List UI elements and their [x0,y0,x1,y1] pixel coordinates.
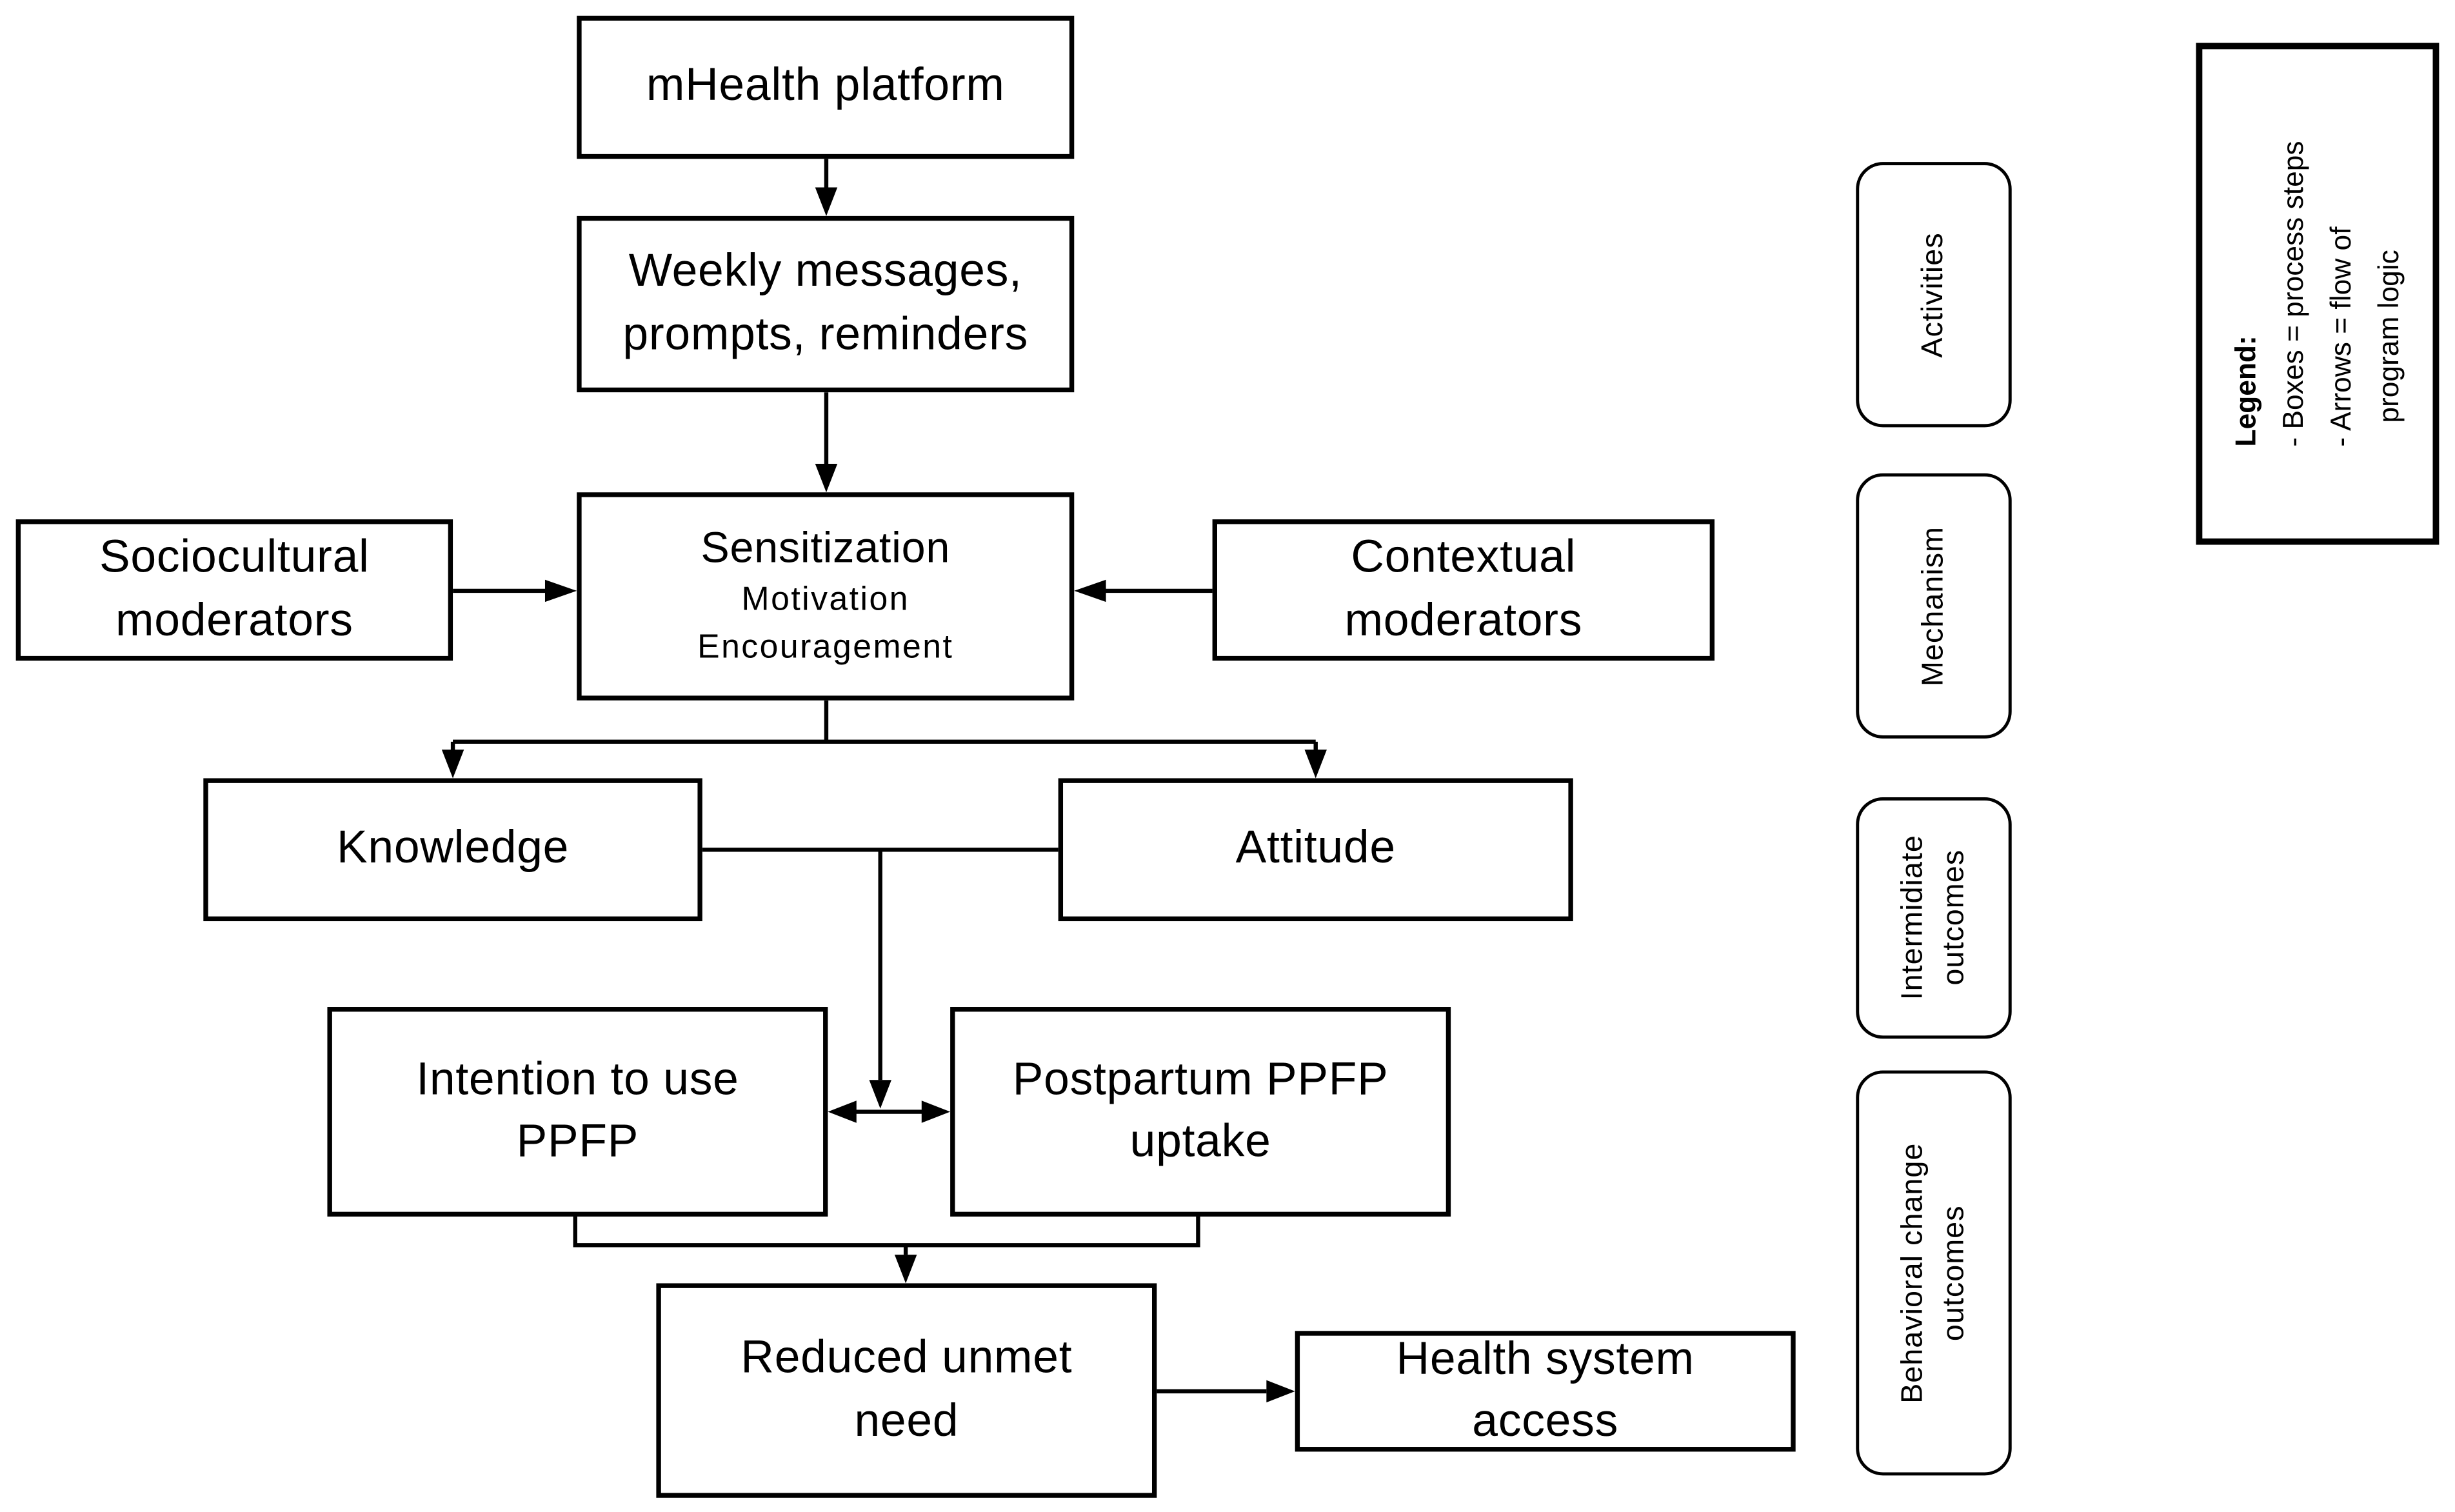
stage-box-activities: Activities [1856,162,2012,428]
sociocultural-label-line1: Sociocultural [99,532,370,584]
arrowhead-merge-to-reduced [894,1255,917,1284]
arrowhead-branch-to-knowledge [441,750,464,779]
legend-item-arrows: - Arrows = flow of [2325,226,2358,447]
flow-box-postpartum-ppfp-uptake: Postpartum PPFP uptake [950,1007,1451,1217]
knowledge-label: Knowledge [336,823,570,875]
stage-activities-label: Activities [1916,232,1951,357]
arrowhead-bidirectional-right [921,1100,951,1123]
weekly-messages-label-line1: Weekly messages, [628,246,1022,298]
intention-label-line2: PPFP [516,1116,639,1168]
legend-box: Legend: - Boxes = process steps - Arrows… [2196,43,2440,545]
flow-box-mhealth-platform: mHealth platform [577,15,1075,159]
flow-box-weekly-messages: Weekly messages, prompts, reminders [577,215,1075,393]
health-label-line1: Health system [1396,1333,1695,1385]
legend-title: Legend: [2230,335,2262,447]
postpartum-label-line2: uptake [1129,1116,1271,1168]
arrowhead-center-drop [869,1080,891,1109]
legend-text: Legend: - Boxes = process steps - Arrows… [2222,141,2413,446]
flow-box-health-system-access: Health system access [1295,1331,1796,1452]
sociocultural-label-line2: moderators [115,595,353,646]
sensitization-sub-motivation: Motivation [741,581,909,617]
flow-box-sensitization: Sensitization Motivation Encouragement [577,492,1075,701]
stage-behavioral-label-line1: Behavioral change [1896,1142,1930,1404]
reduced-label-line1: Reduced unmet [740,1333,1073,1384]
reduced-label-line2: need [854,1395,959,1446]
branch-sensitization-to-knowledge-attitude [450,700,1318,753]
arrowhead-sociocultural-to-sensitization [544,579,577,602]
flow-box-sociocultural-moderators: Sociocultural moderators [15,519,453,661]
postpartum-label-line1: Postpartum PPFP [1012,1054,1389,1106]
sensitization-title: Sensitization [701,523,951,572]
flow-box-knowledge: Knowledge [203,778,702,922]
flow-box-reduced-unmet-need: Reduced unmet need [656,1283,1157,1498]
mhealth-platform-label: mHealth platform [646,61,1005,112]
flow-box-contextual-moderators: Contextual moderators [1212,519,1715,661]
stage-mechanism-label: Mechanism [1916,526,1951,686]
arrowhead-weekly-to-sensitization [815,463,838,493]
flow-box-intention-to-use-ppfp: Intention to use PPFP [327,1007,828,1217]
contextual-label-line1: Contextual [1351,532,1576,584]
contextual-label-line2: moderators [1344,595,1583,646]
intention-label-line1: Intention to use [416,1054,739,1106]
stage-intermediate-label-line2: outcomes [1936,850,1971,986]
connector-merge-to-reduced [573,1217,1200,1255]
attitude-label: Attitude [1235,823,1396,875]
legend-item-arrows-continued: program logic [2373,250,2405,423]
sensitization-sub-encouragement: Encouragement [697,629,954,666]
stage-intermediate-label-line1: Intermidiate [1896,835,1930,1001]
arrowhead-reduced-to-health [1266,1380,1295,1403]
weekly-messages-label-line2: prompts, reminders [622,308,1029,360]
arrowhead-contextual-to-sensitization [1074,579,1106,602]
health-label-line2: access [1472,1396,1619,1447]
legend-item-boxes: - Boxes = process steps [2278,141,2310,447]
stage-box-intermediate-outcomes: Intermidiate outcomes [1856,797,2012,1039]
arrowhead-branch-to-attitude [1304,750,1327,779]
stage-box-behavioral-change-outcomes: Behavioral change outcomes [1856,1070,2012,1476]
stage-box-mechanism: Mechanism [1856,473,2012,739]
arrowhead-bidirectional-left [828,1100,857,1123]
stage-behavioral-label-line2: outcomes [1936,1205,1971,1341]
arrowhead-mhealth-to-weekly [815,187,838,216]
flow-box-attitude: Attitude [1058,778,1573,922]
